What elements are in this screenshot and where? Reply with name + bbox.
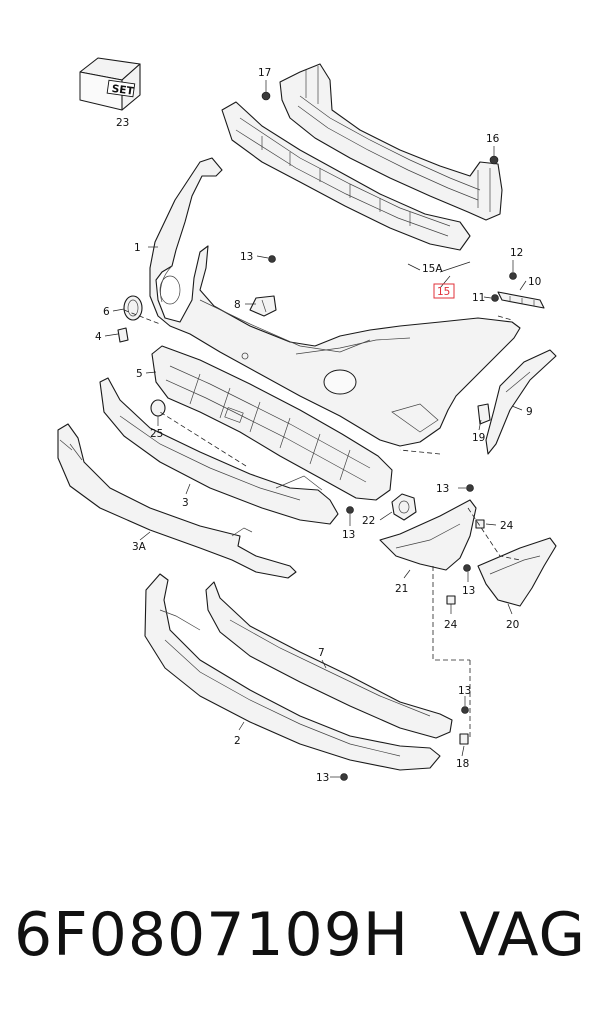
callout-9: 9 xyxy=(526,406,533,418)
part-21-corner-trim xyxy=(379,499,477,571)
part-5-grille xyxy=(151,345,393,501)
part-6-tow-cover-ring xyxy=(123,295,143,321)
callout-7: 7 xyxy=(318,647,325,659)
callout-22: 22 xyxy=(362,515,375,527)
callout-8: 8 xyxy=(234,299,241,311)
callout-15-highlight xyxy=(433,283,455,299)
callout-13-e: 13 xyxy=(458,685,471,697)
callout-4: 4 xyxy=(95,331,102,343)
part-19-bracket xyxy=(477,403,491,425)
callout-23: 23 xyxy=(116,117,129,129)
fastener-bolts xyxy=(261,91,517,781)
callout-13-b: 13 xyxy=(436,483,449,495)
callout-13-f: 13 xyxy=(316,772,329,784)
part-3a-spoiler xyxy=(57,423,297,579)
callout-labels: 23 17 16 1 13 15A 15 12 10 11 8 6 4 5 9 … xyxy=(95,67,541,784)
assembly-lines xyxy=(123,309,521,738)
set-box-label: SET xyxy=(111,83,135,98)
part-15-bumper-beam xyxy=(279,63,503,221)
callout-20: 20 xyxy=(506,619,519,631)
part-20-trim-panel xyxy=(477,537,557,607)
part-3-lower-trim xyxy=(99,377,339,525)
part-10-bracket xyxy=(497,291,545,309)
callout-11: 11 xyxy=(472,292,485,304)
part-24-clip-lower xyxy=(446,595,456,605)
callout-2: 2 xyxy=(234,735,241,747)
callout-15a: 15A xyxy=(422,263,443,275)
callout-13-a: 13 xyxy=(240,251,253,263)
part-15a-impact-absorber xyxy=(221,101,471,251)
part-1-bumper-cover xyxy=(149,157,521,447)
brand-label: VAG xyxy=(459,900,586,970)
callout-3a: 3A xyxy=(132,541,147,553)
part-4-clip xyxy=(117,327,129,343)
callout-15: 15 xyxy=(437,286,450,298)
callout-13-c: 13 xyxy=(342,529,355,541)
callout-19: 19 xyxy=(472,432,485,444)
part-23-set-box: SET xyxy=(79,57,141,111)
callout-17: 17 xyxy=(258,67,271,79)
callout-10: 10 xyxy=(528,276,541,288)
part-8-bracket xyxy=(249,295,277,317)
leader-lines xyxy=(104,80,527,778)
part-24-clip-upper xyxy=(475,519,485,529)
callout-21: 21 xyxy=(395,583,408,595)
callout-24-b: 24 xyxy=(444,619,458,631)
callout-6: 6 xyxy=(103,306,110,318)
part-7-guard xyxy=(205,581,453,739)
callout-24-a: 24 xyxy=(500,520,514,532)
callout-12: 12 xyxy=(510,247,523,259)
callout-25: 25 xyxy=(150,428,163,440)
callout-3: 3 xyxy=(182,497,189,509)
part-9-side-trim xyxy=(485,349,557,455)
callout-16: 16 xyxy=(486,133,500,145)
callout-13-d: 13 xyxy=(462,585,475,597)
exploded-parts-diagram: SET xyxy=(57,57,557,784)
callout-5: 5 xyxy=(136,368,143,380)
part-18-clip xyxy=(459,733,469,745)
part-22-housing xyxy=(391,493,417,521)
callout-18: 18 xyxy=(456,758,469,770)
callout-1: 1 xyxy=(134,242,141,254)
part-number: 6F0807109H xyxy=(14,900,410,970)
part-2-underbody xyxy=(144,573,441,771)
